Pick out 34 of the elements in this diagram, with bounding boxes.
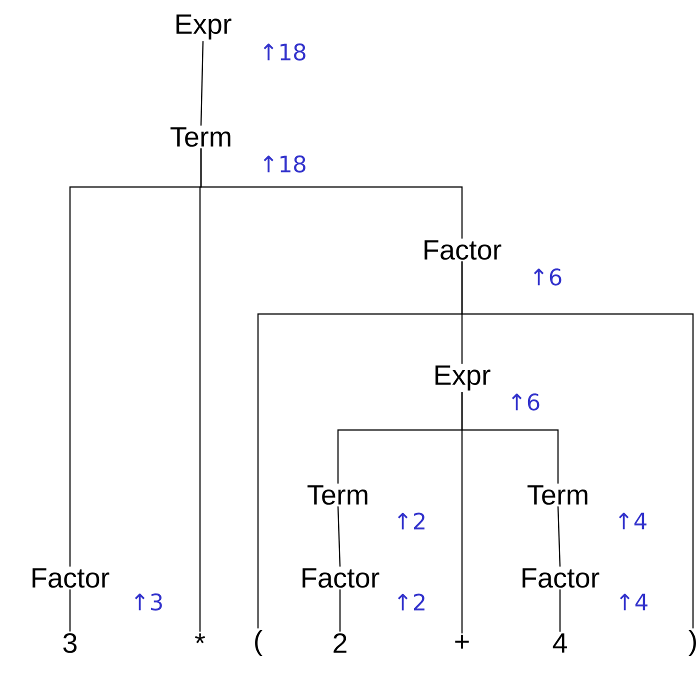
tree-label: Factor xyxy=(32,568,110,588)
value-annotation: ↑18 xyxy=(264,43,306,61)
value-annotation: ↑18 xyxy=(264,155,306,173)
tree-branch xyxy=(200,41,204,126)
value-annotation: ↑3 xyxy=(134,593,162,611)
value-annotation: ↑6 xyxy=(512,393,540,411)
tree-branch xyxy=(461,392,559,484)
token: * xyxy=(195,633,205,644)
value-annotation: ↑4 xyxy=(618,512,646,530)
tree-branch xyxy=(461,261,694,628)
token: 4 xyxy=(552,633,567,653)
tree-label: Term xyxy=(308,485,368,505)
tree-label: Factor xyxy=(424,240,502,260)
value-annotation: ↑4 xyxy=(620,594,648,610)
tree-branch xyxy=(559,589,561,632)
value-annotation: ↑2 xyxy=(398,512,424,530)
tree-label: Expr xyxy=(176,14,232,40)
tree-label: Factor xyxy=(302,568,380,588)
token: 2 xyxy=(334,633,346,653)
value-annotation: ↑6 xyxy=(534,268,562,286)
token: ) xyxy=(688,630,696,656)
tree-label: Factor xyxy=(522,568,600,588)
tree-branch xyxy=(337,506,341,567)
tree-branch xyxy=(339,589,341,632)
tree-label: Term xyxy=(528,485,588,505)
tree-branch xyxy=(200,148,463,239)
token: + xyxy=(455,634,469,649)
token: 3 xyxy=(63,633,77,653)
tree-branch xyxy=(69,589,71,632)
tree-label: Expr xyxy=(436,365,490,391)
tree-branch xyxy=(557,506,561,567)
token: ( xyxy=(255,630,262,656)
tree-label: Term xyxy=(170,127,230,147)
value-annotation: ↑2 xyxy=(398,594,424,610)
